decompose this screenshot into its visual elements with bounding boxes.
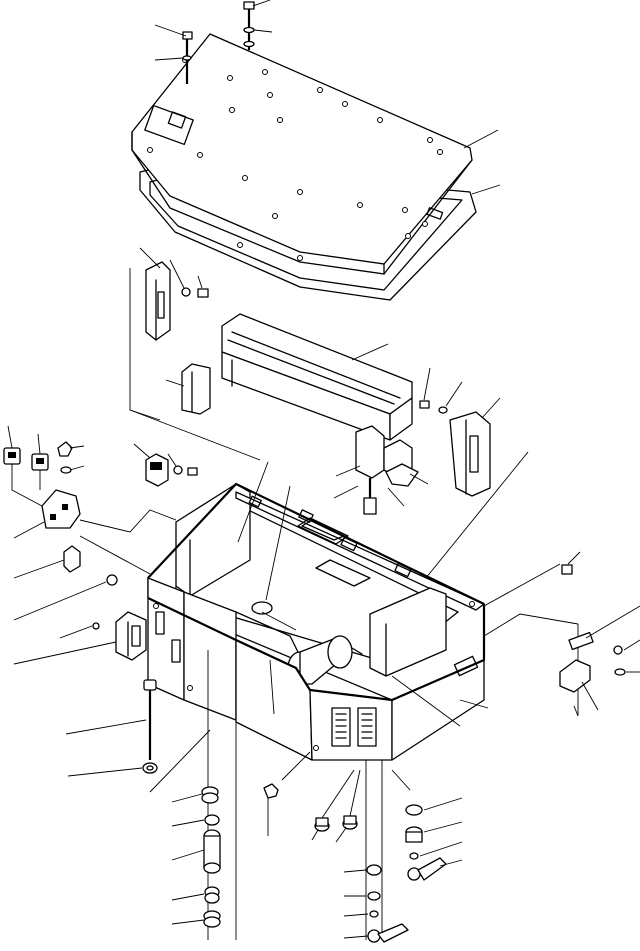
right-mount-stack — [343, 760, 463, 943]
left-mount-bracket — [139, 247, 209, 341]
connector-assembly — [333, 425, 429, 515]
right-small-parts — [559, 551, 640, 711]
cover-bolt-top — [243, 1, 255, 50]
controller-unit — [129, 268, 529, 611]
front-louvers — [331, 707, 377, 747]
center-switch — [133, 443, 198, 487]
left-switch-parts — [3, 425, 177, 621]
right-mount-bracket — [419, 367, 501, 497]
bottom-center-parts — [263, 751, 361, 843]
left-lower-parts — [13, 611, 211, 793]
top-cover-plate — [131, 0, 501, 301]
left-mount-stack — [171, 650, 237, 940]
main-case — [147, 461, 579, 761]
motor-cylinder — [287, 635, 363, 685]
